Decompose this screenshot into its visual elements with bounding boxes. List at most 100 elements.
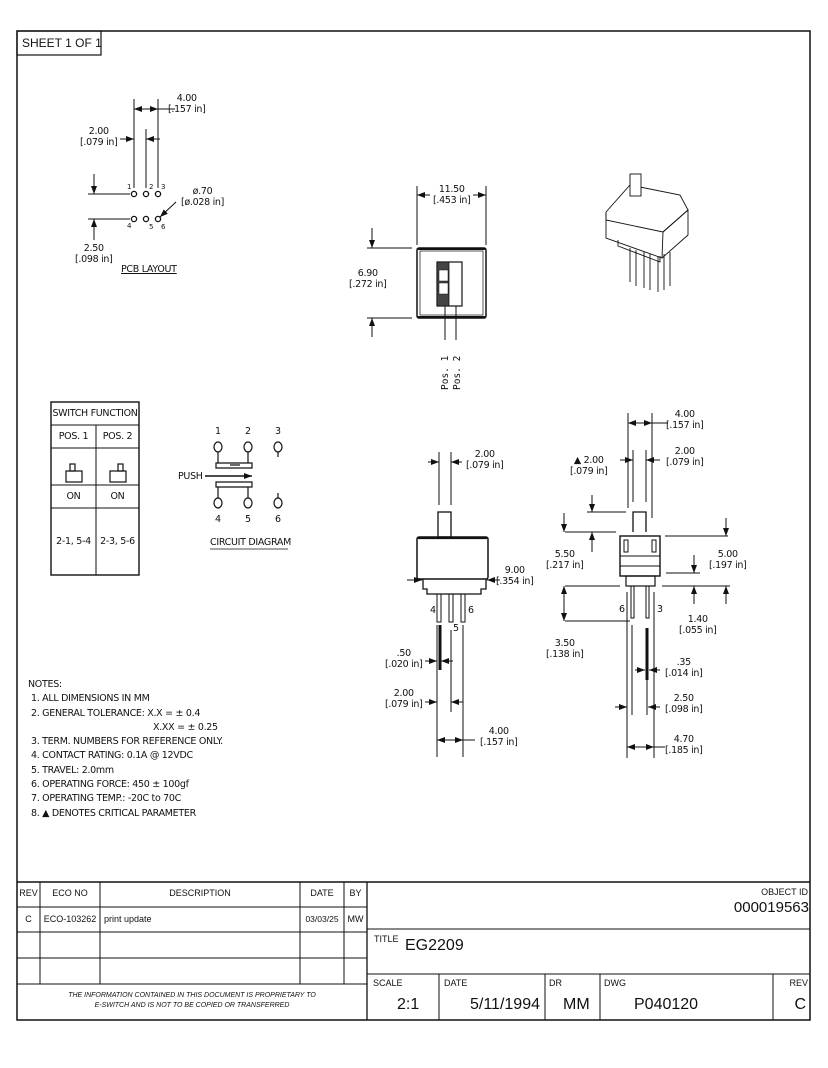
end-dim-top-inner: 2.00[.079 in]	[666, 446, 704, 468]
side-dim-pin-pitch: 2.00[.079 in]	[385, 688, 423, 710]
pcb-dim-inner: 2.00[.079 in]	[80, 126, 118, 148]
dim-value-in: [.272 in]	[349, 279, 387, 290]
switch-function-pos2: POS. 2	[102, 431, 133, 442]
eco-header: ECO NO	[52, 888, 88, 898]
end-dim-pin-length: 3.50[.138 in]	[546, 638, 584, 660]
dim-value: .35	[676, 657, 692, 668]
circuit-diagram-label: CIRCUIT DIAGRAM	[210, 537, 291, 548]
dim-value: ø.70	[192, 186, 213, 197]
dim-value: ▲ 2.00	[573, 455, 604, 466]
switch-function-title: SWITCH FUNCTION	[52, 408, 138, 419]
description-cell: print update	[104, 914, 152, 924]
pin-number: 4	[127, 222, 132, 230]
pin-number: 1	[127, 183, 132, 191]
switch-function-state-1: ON	[66, 491, 81, 502]
position-2-label: Pos. 2	[452, 355, 463, 390]
dim-value-in: [.079 in]	[80, 137, 118, 148]
note-item: 3. TERM. NUMBERS FOR REFERENCE ONLY.	[31, 736, 223, 748]
title-value: EG2209	[405, 937, 464, 954]
dim-value-in: [.079 in]	[466, 460, 504, 471]
end-dim-standoff: 1.40[.055 in]	[679, 614, 717, 636]
title-block-lines	[17, 881, 810, 1020]
sheet-label-box	[16, 30, 102, 56]
object-id-label: OBJECT ID	[761, 887, 808, 897]
isometric-view-drawing	[605, 173, 689, 292]
note-item: 6. OPERATING FORCE: 450 ± 100gf	[31, 779, 189, 791]
dim-value: 2.50	[83, 243, 104, 254]
dim-value-in: [ø.028 in]	[181, 197, 225, 208]
description-header: DESCRIPTION	[169, 888, 231, 898]
side-dim-base: 9.00[.354 in]	[496, 565, 534, 587]
dim-value: 4.00	[488, 726, 509, 737]
dim-value: 9.00	[504, 565, 525, 576]
end-dim-pin-spacing: 2.50[.098 in]	[665, 693, 703, 715]
switch-function-pos1: POS. 1	[58, 431, 89, 442]
proprietary-notice: THE INFORMATION CONTAINED IN THIS DOCUME…	[17, 991, 367, 1011]
pcb-layout-drawing	[88, 99, 177, 240]
note-item: 5. TRAVEL: 2.0mm	[31, 764, 114, 776]
revision-value: C	[794, 996, 806, 1013]
object-id-value: 000019563	[733, 899, 809, 916]
pin-number: 6	[161, 223, 166, 231]
terminal-label: 2	[245, 426, 251, 437]
title-label: TITLE	[374, 934, 399, 944]
note-item: 7. OPERATING TEMP.: -20C to 70C	[31, 793, 182, 805]
end-view-drawing	[561, 413, 730, 758]
dim-value: 4.00	[176, 93, 197, 104]
drawn-by-label: DR	[549, 978, 562, 988]
dim-value-in: [.014 in]	[665, 668, 703, 679]
position-1-label: Pos. 1	[440, 355, 451, 390]
pin-number: 5	[149, 223, 154, 231]
switch-function-state-2: ON	[110, 491, 125, 502]
dim-value-in: [.020 in]	[385, 659, 423, 670]
pcb-layout-label: PCB LAYOUT	[121, 264, 177, 275]
terminal-label: 4	[215, 514, 221, 525]
switch-function-connections-1: 2-1, 5-4	[56, 536, 91, 547]
note-item: 2. GENERAL TOLERANCE: X.X = ± 0.4	[31, 707, 201, 719]
pcb-dim-hole: ø.70[ø.028 in]	[181, 186, 224, 208]
push-label: PUSH	[178, 471, 203, 482]
drawn-by-value: MM	[563, 996, 590, 1013]
side-view-drawing	[407, 452, 500, 757]
dim-value: 3.50	[554, 638, 575, 649]
dim-value-in: [.217 in]	[546, 560, 584, 571]
dim-value-in: [.138 in]	[546, 649, 584, 660]
date-cell: 03/03/25	[305, 914, 339, 924]
dim-value-in: [.354 in]	[496, 576, 534, 587]
date-header: DATE	[310, 888, 334, 898]
pin-label: 6	[468, 605, 474, 616]
dim-value: 1.40	[687, 614, 708, 625]
date-label: DATE	[444, 978, 468, 988]
dim-value: 6.90	[357, 268, 378, 279]
dim-value-in: [.079 in]	[570, 466, 608, 477]
end-dim-top-outer: 4.00[.157 in]	[666, 409, 704, 431]
note-item: 1. ALL DIMENSIONS IN MM	[31, 693, 150, 705]
note-item: 8. ▲ DENOTES CRITICAL PARAMETER	[31, 807, 196, 819]
end-dim-height-left: 5.50[.217 in]	[546, 549, 584, 571]
pin-label: 3	[657, 604, 663, 615]
dim-value-in: [.157 in]	[168, 104, 206, 115]
dim-value-in: [.098 in]	[665, 704, 703, 715]
dim-value: 2.00	[674, 446, 695, 457]
dim-value: 5.50	[554, 549, 575, 560]
pin-number: 3	[161, 183, 166, 191]
dim-value: 4.70	[673, 734, 694, 745]
dim-value-in: [.055 in]	[679, 625, 717, 636]
dim-value: 2.00	[88, 126, 109, 137]
pcb-dim-outer: 4.00[.157 in]	[168, 93, 206, 115]
end-dim-pin-thickness: .35[.014 in]	[665, 657, 703, 679]
dim-value: 2.50	[673, 693, 694, 704]
terminal-label: 6	[275, 514, 281, 525]
dim-value-in: [.079 in]	[666, 457, 704, 468]
eco-cell: ECO-103262	[43, 914, 97, 924]
dim-value: 5.00	[717, 549, 738, 560]
date-value: 5/11/1994	[470, 996, 540, 1013]
by-cell: MW	[347, 914, 364, 924]
dim-value: 11.50	[438, 184, 465, 195]
circuit-diagram-drawing	[205, 441, 288, 550]
sheet-border	[16, 30, 811, 1021]
dim-value-in: [.157 in]	[666, 420, 704, 431]
front-dim-height: 6.90[.272 in]	[349, 268, 387, 290]
note-item: X.XX = ± 0.25	[153, 721, 218, 733]
